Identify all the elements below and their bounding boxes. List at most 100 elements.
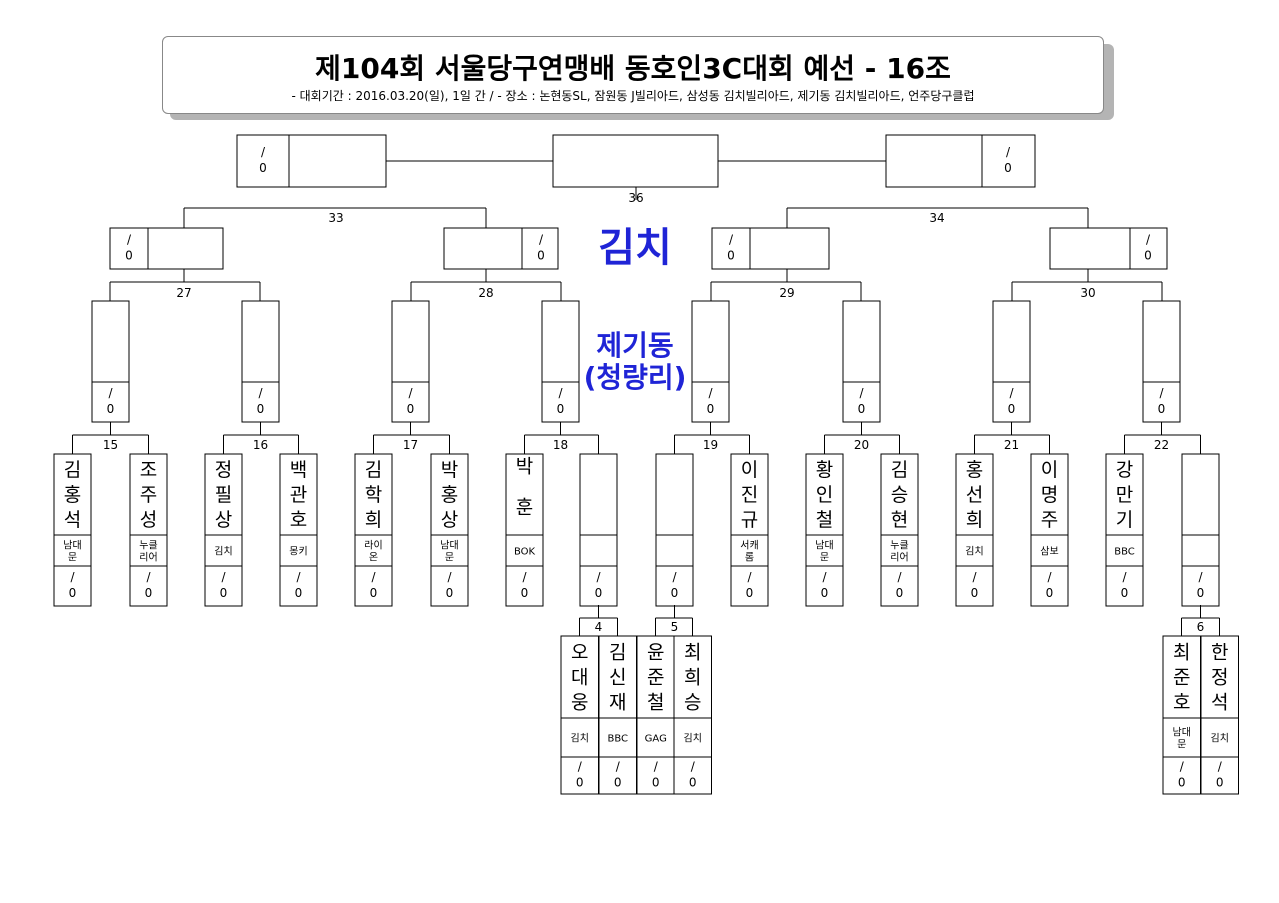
match-number-r16: 22 — [1154, 438, 1169, 452]
player-score: 0 — [896, 586, 904, 600]
player-score: 0 — [614, 776, 622, 790]
final-slot-right-score: / — [1006, 145, 1011, 159]
semi-slot-score: 0 — [537, 249, 545, 263]
player-score: / — [1122, 570, 1127, 584]
player-name: 준 — [1173, 667, 1190, 689]
final-slot-left — [236, 134, 387, 188]
player-name: 승 — [891, 484, 908, 506]
player-name: 김 — [64, 459, 81, 481]
player-name: 선 — [966, 484, 983, 506]
player-name: 이 — [741, 459, 758, 481]
player-club: 김치 — [1211, 733, 1229, 745]
player-club: 서캐 — [740, 540, 758, 552]
venue-highlight-line1: 제기동 — [596, 329, 674, 362]
qf-slot-score: / — [408, 386, 413, 400]
final-slot-left-score: 0 — [259, 161, 267, 175]
player-club: 남대 — [440, 540, 458, 552]
player-score: 0 — [595, 586, 603, 600]
player-box — [805, 453, 844, 607]
player-name: 박 — [516, 456, 533, 478]
player-score: 0 — [1216, 776, 1224, 790]
semi-slot-score: 0 — [1144, 249, 1152, 263]
player-name: 웅 — [571, 692, 588, 714]
player-name: 백 — [290, 459, 307, 481]
event-info: - 대회기간 : 2016.03.20(일), 1일 간 / - 장소 : 논현… — [291, 89, 975, 103]
semi-slot-score: 0 — [125, 249, 133, 263]
player-club: 몽키 — [289, 546, 307, 558]
player-name: 김 — [891, 459, 908, 481]
player-name: 호 — [290, 509, 307, 531]
player-name: 윤 — [647, 642, 664, 664]
player-box — [598, 635, 637, 795]
player-club: 김치 — [965, 546, 983, 558]
player-score: / — [1180, 760, 1185, 774]
player-club: 문 — [68, 552, 77, 564]
player-name: 오 — [571, 642, 588, 664]
player-name: 주 — [140, 484, 157, 506]
player-name: 석 — [1211, 692, 1228, 714]
semi-slot — [443, 227, 559, 270]
player-club: 리어 — [139, 552, 157, 564]
qf-slot — [91, 300, 130, 423]
player-name: 한 — [1211, 642, 1228, 664]
semi-slot — [109, 227, 224, 270]
player-name: 상 — [215, 509, 232, 531]
player-score: / — [70, 570, 75, 584]
title-box: 제104회 서울당구연맹배 동호인3C대회 예선 - 16조 - 대회기간 : … — [162, 36, 1104, 114]
player-name: 이 — [1041, 459, 1058, 481]
qf-slot-score: / — [708, 386, 713, 400]
page-title: 제104회 서울당구연맹배 동호인3C대회 예선 - 16조 — [315, 52, 951, 85]
semi-slot-score: / — [1146, 233, 1151, 247]
player-score: 0 — [1197, 586, 1205, 600]
player-club: 남대 — [815, 540, 833, 552]
player-score: / — [972, 570, 977, 584]
player-score: / — [1047, 570, 1052, 584]
player-name: 석 — [64, 509, 81, 531]
player-name: 철 — [816, 509, 833, 531]
player-name: 홍 — [441, 484, 458, 506]
player-score: / — [447, 570, 452, 584]
player-club: BOK — [514, 547, 536, 558]
qf-slot — [241, 300, 280, 423]
player-box — [560, 635, 599, 795]
player-score: / — [578, 760, 583, 774]
player-box — [53, 453, 92, 607]
player-score: 0 — [746, 586, 754, 600]
player-name: 최 — [684, 642, 701, 664]
player-score: 0 — [295, 586, 303, 600]
final-slot-left-score: / — [261, 145, 266, 159]
player-club: 문 — [820, 552, 829, 564]
player-name: 희 — [684, 667, 701, 689]
match-number-36: 36 — [628, 191, 643, 205]
qf-slot — [842, 300, 881, 423]
player-club: 남대 — [63, 540, 81, 552]
player-score: / — [522, 570, 527, 584]
player-box — [430, 453, 469, 607]
match-number-34: 34 — [929, 211, 944, 225]
player-score: 0 — [69, 586, 77, 600]
player-box — [1162, 635, 1201, 795]
player-box — [279, 453, 318, 607]
player-name: 강 — [1116, 459, 1133, 481]
player-box — [636, 635, 675, 795]
player-score: 0 — [1121, 586, 1129, 600]
player-score: / — [596, 570, 601, 584]
player-name: 현 — [891, 509, 908, 531]
player-box — [1181, 453, 1220, 607]
player-score: / — [654, 760, 659, 774]
player-club: 김치 — [214, 546, 232, 558]
player-score: 0 — [1178, 776, 1186, 790]
player-score: 0 — [145, 586, 153, 600]
final-slot-right — [885, 134, 1036, 188]
qf-slot-score: 0 — [1008, 402, 1016, 416]
qf-slot-score: 0 — [557, 402, 565, 416]
semi-slot-score: / — [539, 233, 544, 247]
qf-slot-score: / — [859, 386, 864, 400]
player-club: 삼보 — [1040, 546, 1058, 558]
qf-slot-score: 0 — [407, 402, 415, 416]
player-name: 훈 — [516, 497, 533, 519]
player-box — [955, 453, 994, 607]
player-box — [354, 453, 393, 607]
match-number-r16: 15 — [103, 438, 118, 452]
